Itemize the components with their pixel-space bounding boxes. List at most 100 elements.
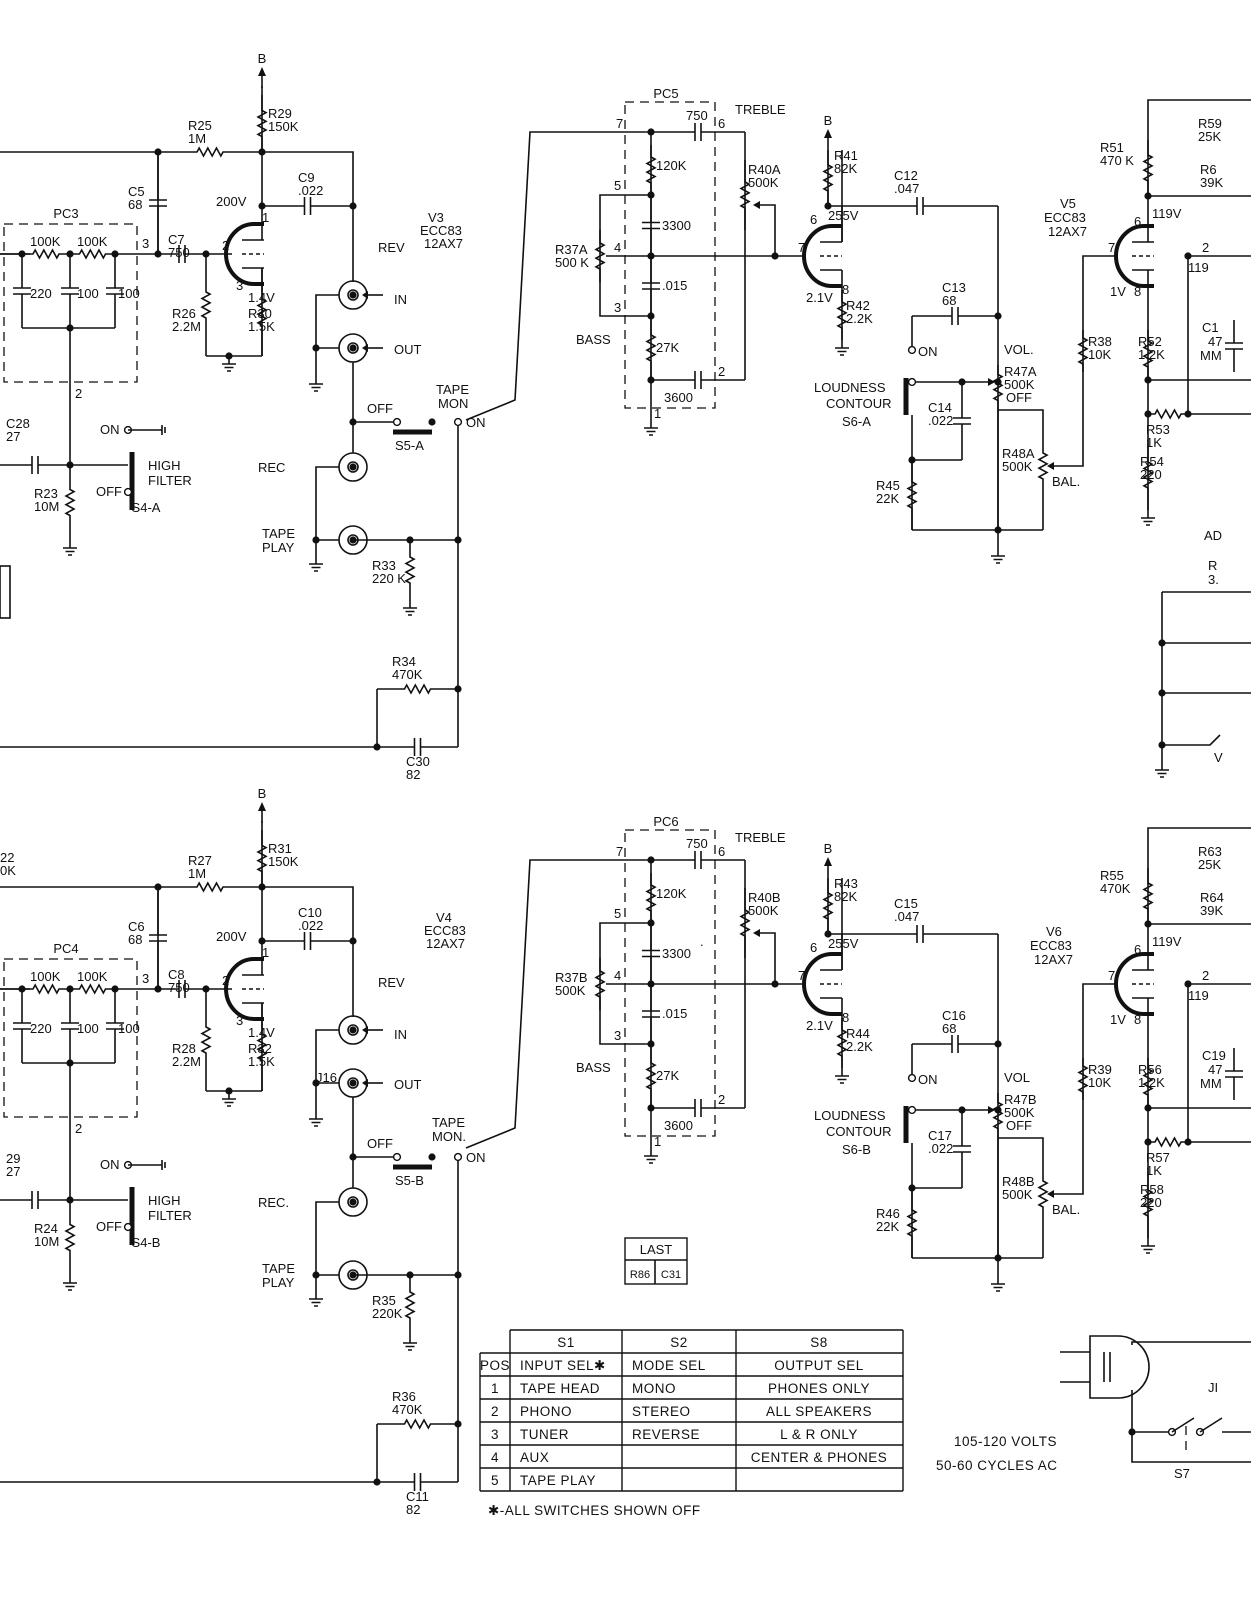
label-pin1: 1 — [262, 210, 269, 225]
table-cell: TAPE HEAD — [520, 1381, 600, 1396]
ref-C6: C6 — [128, 919, 145, 934]
label-v6: V6 — [1046, 924, 1062, 939]
capacitor — [642, 923, 660, 984]
ref-R41: R41 — [834, 148, 858, 163]
label-pin3: 3 — [614, 300, 621, 315]
unit-cap: MM — [1200, 1076, 1222, 1091]
capacitor — [651, 371, 745, 389]
capacitor — [912, 307, 998, 325]
value-cap: 47 — [1208, 1062, 1222, 1077]
table-cell: 5 — [491, 1473, 499, 1488]
pc-module-box — [624, 101, 716, 409]
pc-module-box — [3, 958, 138, 1118]
ref-R57: R57 — [1146, 1150, 1170, 1165]
ground-symbol — [63, 1275, 77, 1291]
label-loud: LOUDNESS — [814, 1108, 886, 1123]
label-pin4: 4 — [614, 968, 621, 983]
label-pin7: 7 — [1108, 240, 1115, 255]
capacitor-value: 3600 — [664, 1118, 693, 1133]
value-C6: 68 — [128, 932, 142, 947]
ref-R40A: R40A — [748, 162, 781, 177]
label-ecc83: ECC83 — [1030, 938, 1072, 953]
value-R31: 150K — [268, 854, 299, 869]
tube-envelope — [224, 222, 264, 286]
junction-dot — [349, 291, 357, 299]
label-on: ON — [918, 1072, 938, 1087]
label-v200: 200V — [216, 194, 247, 209]
resistor — [1142, 1168, 1154, 1238]
wire — [1131, 1390, 1251, 1463]
ref-R32: R32 — [248, 1041, 272, 1056]
label-tape: TAPE — [436, 382, 469, 397]
ref-C14: C14 — [928, 400, 952, 415]
resistor — [836, 290, 848, 340]
ref-R59: R59 — [1198, 116, 1222, 131]
jack-arrow — [362, 1026, 368, 1034]
resistor — [1037, 1168, 1049, 1220]
ground-symbol — [644, 1148, 658, 1164]
capacitor-value: 100 — [118, 286, 140, 301]
label-off: OFF — [1006, 1118, 1032, 1133]
ref-R31: R31 — [268, 841, 292, 856]
wire — [262, 886, 354, 1017]
wiper-arrow — [1047, 1190, 1054, 1198]
ref-R39: R39 — [1088, 1062, 1112, 1077]
label-volts: 105-120 VOLTS — [954, 1434, 1057, 1449]
value-R63: 25K — [1198, 857, 1221, 872]
ref-R27: R27 — [188, 853, 212, 868]
rca-jack-center — [347, 1077, 359, 1089]
capacitor — [642, 984, 660, 1044]
wiper-arrow — [1047, 462, 1054, 470]
label-high: HIGH — [148, 458, 181, 473]
label-pin5: 5 — [614, 178, 621, 193]
label-filter: FILTER — [148, 1208, 192, 1223]
value-R52: 1.2K — [1138, 347, 1165, 362]
resistor — [645, 316, 657, 380]
capacitor — [642, 195, 660, 256]
rca-jack-center — [347, 461, 359, 473]
ground-symbol — [222, 356, 236, 372]
resistor-value: 100K — [77, 969, 108, 984]
label-pin5: 5 — [614, 906, 621, 921]
switch-terminal — [123, 1222, 133, 1232]
label-bass: BASS — [576, 332, 611, 347]
ref-C7: C7 — [168, 232, 185, 247]
resistor — [594, 958, 606, 1010]
value-C10: .022 — [298, 918, 323, 933]
label-pin7: 7 — [798, 240, 805, 255]
ref-R34: R34 — [392, 654, 416, 669]
resistor — [645, 873, 657, 923]
resistor — [906, 460, 918, 530]
label-pin7: 7 — [616, 844, 623, 859]
ref-R36: R36 — [392, 1389, 416, 1404]
ref-R54: R54 — [1140, 454, 1164, 469]
capacitor-value: .015 — [662, 1006, 687, 1021]
wire — [760, 204, 776, 256]
wire — [760, 932, 776, 984]
label-v3: V3 — [428, 210, 444, 225]
label-off: OFF — [367, 401, 393, 416]
label-pin3: 3 — [236, 278, 243, 293]
table-cell: STEREO — [632, 1404, 691, 1419]
table-cell: 3 — [491, 1427, 499, 1442]
capacitor — [106, 989, 124, 1063]
label-pin2: 2 — [1202, 240, 1209, 255]
resistor — [1142, 1058, 1154, 1106]
value-R53: 1K — [1146, 435, 1162, 450]
ref-R42: R42 — [846, 298, 870, 313]
label-treble: TREBLE — [735, 830, 786, 845]
label-out: OUT — [394, 342, 422, 357]
value-C5: 68 — [128, 197, 142, 212]
capacitor — [912, 1035, 998, 1053]
ref-R63: R63 — [1198, 844, 1222, 859]
label-ecc83: ECC83 — [1044, 210, 1086, 225]
ref-R58: R58 — [1140, 1182, 1164, 1197]
value-R57: 1K — [1146, 1163, 1162, 1178]
chassis-ground — [161, 425, 166, 435]
table-footnote: ✱-ALL SWITCHES SHOWN OFF — [488, 1503, 701, 1518]
ac-plug — [1060, 1335, 1150, 1399]
wire — [262, 151, 354, 282]
label-pin8: 8 — [1134, 1012, 1141, 1027]
ref-C10: C10 — [298, 905, 322, 920]
